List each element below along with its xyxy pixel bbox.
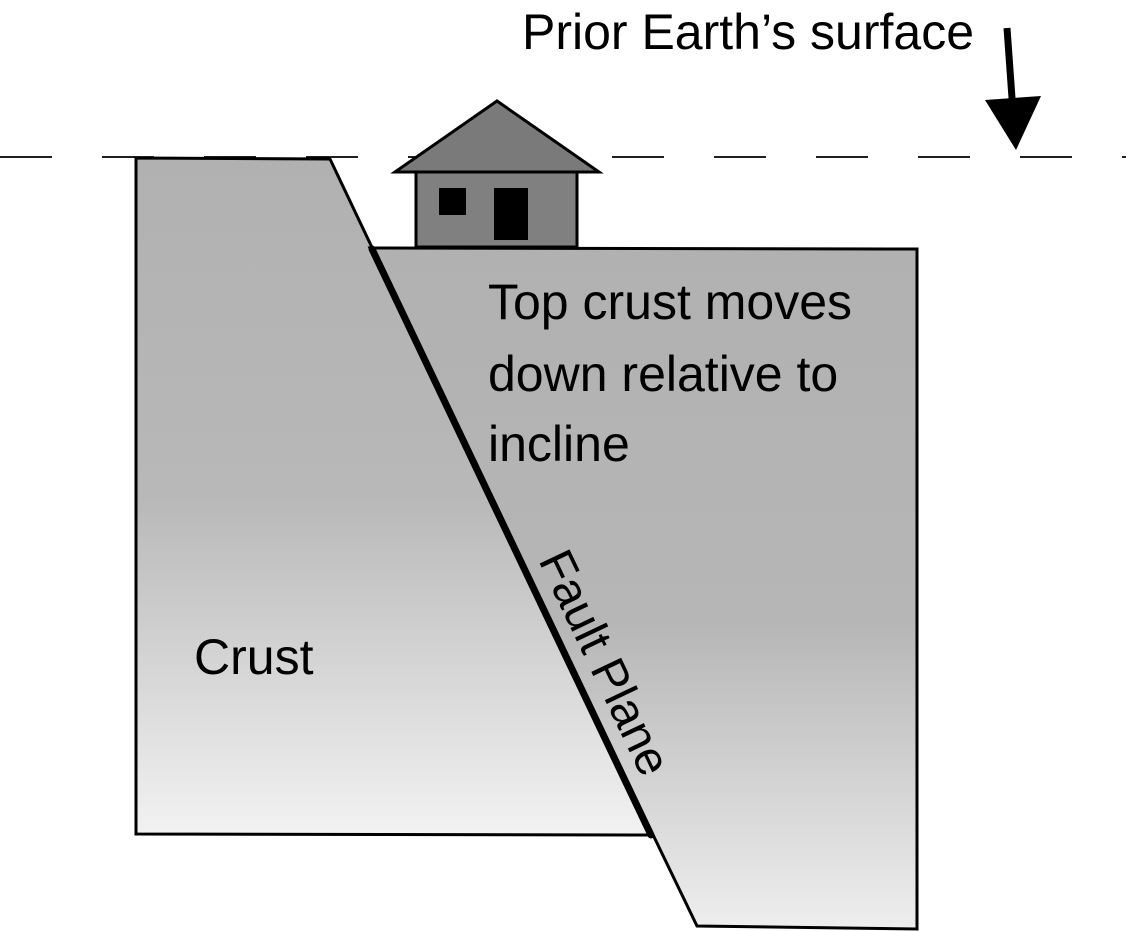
- arrow-down-icon: [985, 27, 1041, 150]
- hanging-wall-label-line1: Top crust moves: [488, 274, 852, 330]
- prior-surface-label: Prior Earth’s surface: [522, 4, 974, 60]
- fault-plane-line: [368, 245, 655, 839]
- house-icon: [390, 99, 604, 249]
- crust-label: Crust: [194, 629, 314, 685]
- house-door: [494, 188, 528, 240]
- house-window: [439, 188, 466, 215]
- hanging-wall-label-line2: down relative to: [488, 346, 838, 402]
- house-roof: [390, 99, 604, 174]
- hanging-wall-label-line3: incline: [488, 416, 630, 472]
